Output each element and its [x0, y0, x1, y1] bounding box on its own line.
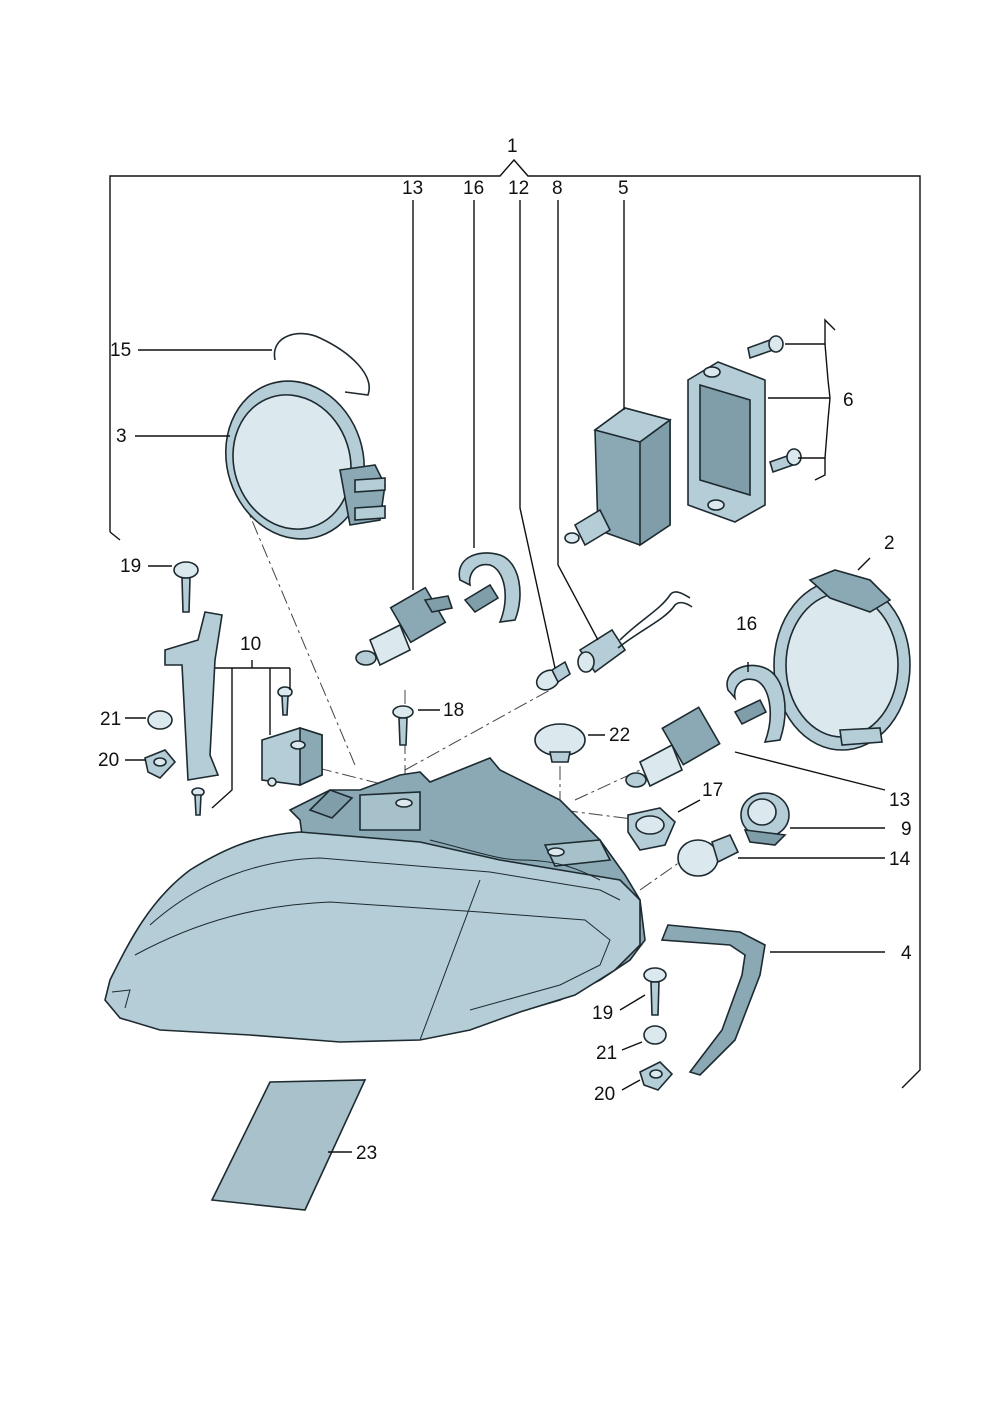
screw-part-10-lower: [191, 787, 205, 816]
clip-nut-part-20-right: [639, 1061, 674, 1091]
callout-12: 12: [508, 178, 529, 199]
screw-part-10-upper: [277, 686, 293, 716]
bulb-holder-part-17: [627, 807, 676, 851]
callout-4: 4: [901, 943, 912, 964]
headlight-housing: [104, 757, 646, 1043]
control-unit-part-6: [687, 361, 766, 523]
bracket-strip-left: [164, 611, 223, 781]
callout-13-lower: 13: [889, 790, 910, 811]
screw-upper-part-6: [747, 335, 784, 360]
callout-22: 22: [609, 725, 630, 746]
callout-16-lower: 16: [736, 614, 757, 635]
callout-21-right: 21: [596, 1043, 617, 1064]
label-film-part-23: [210, 1079, 367, 1211]
callout-3: 3: [116, 426, 127, 447]
callout-20-left: 20: [98, 750, 119, 771]
callout-labels: 1 13 16 12 8 5 15 3 6 2 19 10 16 21 18 2…: [98, 136, 912, 1164]
cap-part-21-left: [147, 710, 173, 730]
screw-part-18: [392, 705, 414, 746]
screw-part-19-right: [643, 967, 667, 1016]
lamp-cap-part-2: [773, 569, 911, 751]
callout-17: 17: [702, 780, 723, 801]
callout-2: 2: [884, 533, 895, 554]
callout-1: 1: [507, 136, 518, 157]
callout-6: 6: [843, 390, 854, 411]
cap-part-21-right: [643, 1025, 667, 1045]
callout-20-right: 20: [594, 1084, 615, 1105]
assembly-bracket-tick: [109, 531, 121, 541]
callout-23: 23: [356, 1143, 377, 1164]
leader-lines: [125, 200, 886, 1153]
retaining-clip-part-16-lower: [726, 664, 786, 743]
clip-nut-part-20-left: [144, 749, 177, 779]
retaining-clip-part-16-upper: [458, 552, 521, 623]
indicator-bulb-part-14: [677, 833, 740, 877]
bulb-socket-part-9: [740, 792, 790, 846]
bracket-part-10: [261, 726, 323, 787]
callout-16-upper: 16: [463, 178, 484, 199]
cap-plug-part-22: [534, 723, 586, 763]
callout-14: 14: [889, 849, 911, 870]
callout-13-upper: 13: [402, 178, 423, 199]
callout-10: 10: [240, 634, 261, 655]
bulb-h7-part-13-upper: [355, 586, 454, 667]
bulb-h7-part-13-lower: [625, 706, 721, 788]
callout-18: 18: [443, 700, 464, 721]
screw-part-19-left: [173, 561, 199, 613]
callout-21-left: 21: [100, 709, 121, 730]
assembly-bracket: [109, 158, 921, 1089]
lamp-cap-part-3: [224, 380, 386, 540]
bulb-part-12: [535, 660, 571, 691]
callout-15: 15: [110, 340, 131, 361]
callout-8: 8: [552, 178, 563, 199]
callout-5: 5: [618, 178, 629, 199]
callout-19-right: 19: [592, 1003, 613, 1024]
bulb-holder-part-8: [577, 591, 693, 674]
callout-19-left: 19: [120, 556, 141, 577]
spring-clip-part-15: [273, 332, 370, 396]
callout-9: 9: [901, 819, 912, 840]
bracket-part-10-lead: [209, 660, 291, 809]
screw-lower-part-6: [769, 448, 802, 474]
leveling-motor-part-5: [564, 407, 672, 547]
seal-strip-part-4: [660, 924, 766, 1076]
